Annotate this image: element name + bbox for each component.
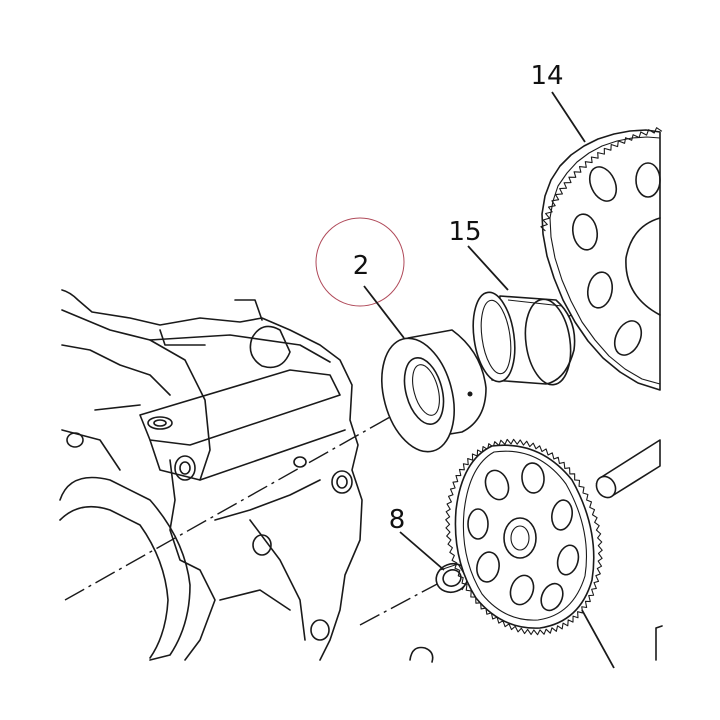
callout-8: 8 bbox=[389, 505, 406, 535]
leader-15 bbox=[467, 245, 509, 291]
part-15-bushing bbox=[472, 291, 576, 386]
part-2-flanged-bearing bbox=[381, 329, 487, 453]
engine-case bbox=[59, 289, 434, 663]
callout-15: 15 bbox=[448, 217, 481, 247]
lower-gear-teeth bbox=[445, 438, 603, 636]
callout-2-highlight-circle bbox=[315, 217, 405, 307]
leader-14 bbox=[551, 91, 586, 143]
leader-8 bbox=[399, 531, 445, 571]
callout-2: 2 bbox=[353, 251, 370, 281]
shaft bbox=[595, 439, 661, 499]
edge-fragment bbox=[655, 625, 663, 661]
callout-14: 14 bbox=[530, 61, 563, 91]
leader-2 bbox=[363, 285, 405, 339]
part-14-gear-teeth bbox=[540, 127, 663, 232]
part-14-large-gear bbox=[541, 129, 661, 391]
leader-lower-gear bbox=[581, 609, 615, 669]
lower-gear bbox=[454, 444, 595, 629]
